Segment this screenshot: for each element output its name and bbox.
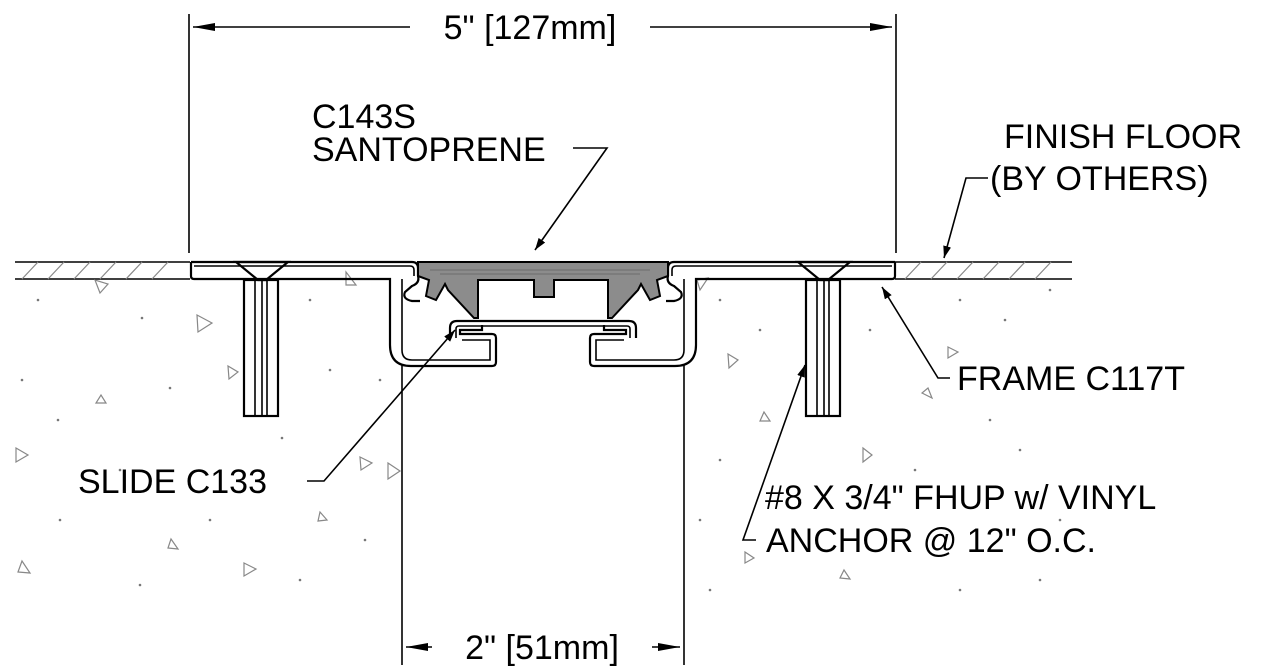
anchor-label-line1: #8 X 3/4" FHUP w/ VINYL	[765, 479, 1156, 517]
finish-floor-label-line2: (BY OTHERS)	[990, 160, 1209, 198]
screw-anchor-left	[232, 260, 292, 418]
gasket-label-line1: C143S	[312, 98, 416, 136]
finish-floor-label-line1: FINISH FLOOR	[1004, 118, 1242, 156]
slide-c133	[448, 319, 638, 338]
slide-label: SLIDE C133	[78, 463, 267, 501]
joint-gap-walls	[401, 365, 685, 600]
overall-width-dimension	[188, 14, 897, 253]
gap-dimension-label: 2" [51mm]	[465, 629, 619, 667]
leaders	[307, 147, 988, 541]
gap-width-dimension	[401, 600, 685, 665]
concrete-slab-left	[15, 261, 190, 280]
overall-dimension-label: 5" [127mm]	[444, 9, 617, 47]
gasket-c143s-santoprene	[417, 261, 669, 319]
finish-floor-hatch	[21, 261, 1052, 280]
gasket-label-line2: SANTOPRENE	[312, 131, 546, 169]
concrete-slab-right	[895, 261, 1072, 280]
screw-anchor-right	[794, 260, 854, 418]
frame-label: FRAME C117T	[957, 360, 1185, 398]
anchor-label-line2: ANCHOR @ 12" O.C.	[766, 522, 1096, 560]
